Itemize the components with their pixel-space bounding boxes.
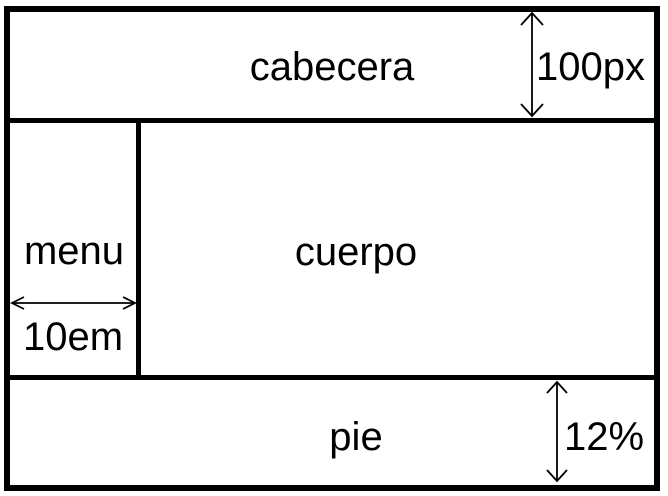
header-footer-divider-top <box>10 118 654 123</box>
footer-region-label: pie <box>329 415 383 459</box>
menu-body-divider <box>136 123 141 375</box>
menu-region-label: menu <box>23 229 125 273</box>
body-region-label: cuerpo <box>294 230 418 274</box>
page-frame <box>4 6 660 491</box>
menu-width-label: 10em <box>22 315 124 359</box>
header-region-label: cabecera <box>249 45 415 89</box>
footer-height-label: 12% <box>564 415 645 459</box>
header-height-label: 100px <box>536 45 645 89</box>
footer-divider <box>10 375 654 380</box>
